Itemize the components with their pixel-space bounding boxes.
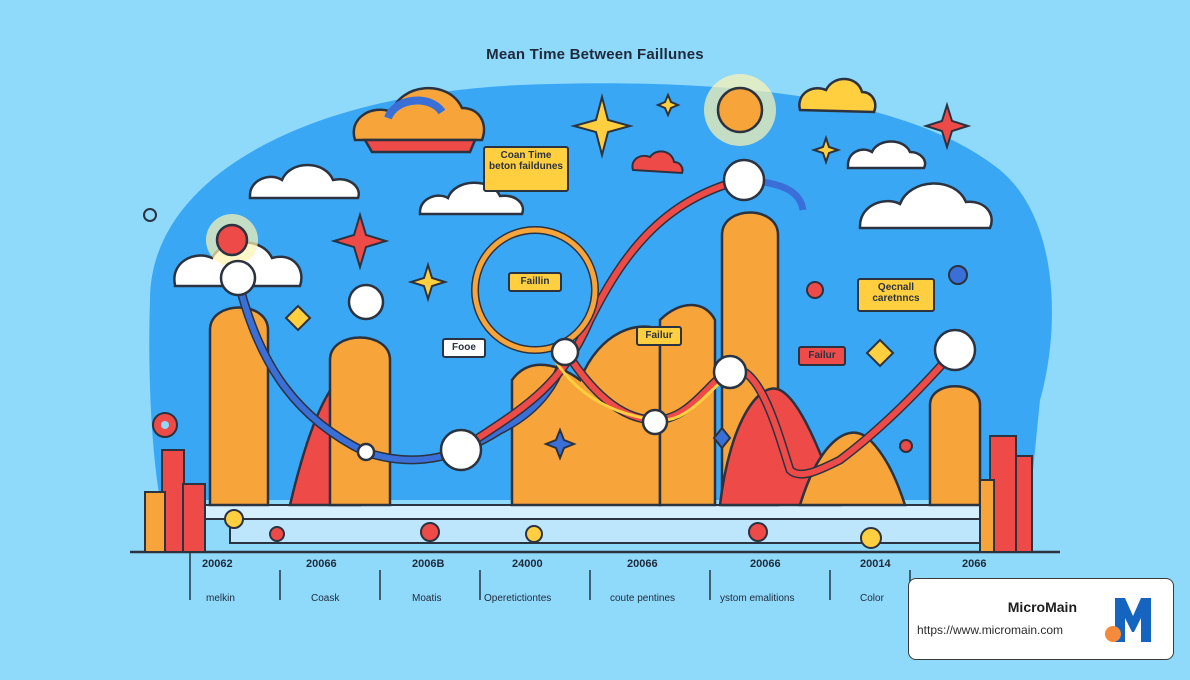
label-box-faillin: Faillin bbox=[508, 272, 562, 292]
label-box-cloud: Coan Time beton faildunes bbox=[483, 146, 569, 192]
diamond-icons bbox=[284, 304, 895, 461]
timeline-dot bbox=[806, 281, 824, 299]
building bbox=[979, 479, 995, 553]
diamond-icon bbox=[712, 426, 732, 450]
label-box-fooe: Fooe bbox=[442, 338, 486, 358]
cloud-icon bbox=[858, 182, 993, 230]
category-label: ystom emalitions bbox=[720, 593, 795, 604]
year-label: 24000 bbox=[512, 558, 543, 570]
timeline-dot bbox=[860, 527, 882, 549]
gear-icon bbox=[152, 412, 178, 438]
year-label: 20066 bbox=[750, 558, 781, 570]
label-box-failur: Failur bbox=[636, 326, 682, 346]
sparkle-icon bbox=[407, 92, 842, 303]
micromain-logo-icon bbox=[1105, 598, 1151, 642]
timeline-dot bbox=[748, 522, 768, 542]
year-label: 20014 bbox=[860, 558, 891, 570]
brand-card[interactable]: MicroMain https://www.micromain.com bbox=[908, 578, 1174, 660]
timeline-band bbox=[229, 518, 981, 544]
category-label: Coask bbox=[311, 593, 340, 604]
year-label: 2006B bbox=[412, 558, 445, 570]
data-nodes bbox=[219, 158, 977, 472]
year-label: 20066 bbox=[627, 558, 658, 570]
blue-curve bbox=[235, 279, 568, 463]
category-label: coute pentines bbox=[610, 593, 676, 604]
rain-cloud-icon bbox=[352, 86, 486, 154]
sparkle-icon bbox=[330, 101, 972, 271]
cloud-icon bbox=[631, 150, 684, 175]
data-node bbox=[550, 337, 580, 367]
diamond-icon bbox=[284, 304, 312, 332]
timeline-dot bbox=[525, 525, 543, 543]
orange-bar bbox=[328, 336, 392, 507]
page-title: Mean Time Between Faillunes bbox=[486, 46, 704, 63]
category-label: melkin bbox=[206, 593, 235, 604]
brand-url[interactable]: https://www.micromain.com bbox=[917, 623, 1064, 637]
timeline-dot bbox=[269, 526, 285, 542]
category-label: Moatis bbox=[412, 593, 442, 604]
diamond-icon bbox=[543, 427, 577, 461]
data-node bbox=[712, 354, 748, 390]
data-node bbox=[356, 442, 376, 462]
year-label: 20062 bbox=[202, 558, 233, 570]
category-label: Operetictiontes bbox=[484, 593, 552, 604]
data-node bbox=[347, 283, 385, 321]
ring-icon bbox=[472, 227, 598, 353]
cloud-icon bbox=[418, 181, 525, 216]
building bbox=[1015, 455, 1033, 553]
data-node bbox=[641, 408, 669, 436]
building bbox=[182, 483, 206, 553]
data-node bbox=[933, 328, 977, 372]
brand-name: MicroMain bbox=[1007, 599, 1077, 615]
data-node bbox=[219, 259, 257, 297]
data-node bbox=[439, 428, 483, 472]
orange-bar bbox=[928, 385, 982, 507]
timeline-dot bbox=[420, 522, 440, 542]
building bbox=[144, 491, 166, 553]
label-box-overall: Qecnall caretnncs bbox=[857, 278, 935, 312]
cloud-icon bbox=[846, 140, 927, 170]
category-label: Color bbox=[860, 593, 884, 604]
sun-icon bbox=[704, 74, 776, 146]
cloud-icon bbox=[798, 77, 877, 114]
year-label: 20066 bbox=[306, 558, 337, 570]
label-box-failur-right: Failur bbox=[798, 346, 846, 366]
cloud-icon bbox=[248, 163, 361, 200]
decor-circles bbox=[143, 208, 968, 285]
timeline-dots bbox=[224, 281, 913, 549]
timeline-dot bbox=[899, 439, 913, 453]
timeline-band bbox=[204, 504, 986, 520]
diamond-icon bbox=[865, 338, 895, 368]
timeline-dot bbox=[224, 509, 244, 529]
year-label: 2066 bbox=[962, 558, 987, 570]
timeline-ticks bbox=[189, 552, 911, 600]
sun-icon bbox=[206, 214, 258, 266]
data-node bbox=[722, 158, 766, 202]
